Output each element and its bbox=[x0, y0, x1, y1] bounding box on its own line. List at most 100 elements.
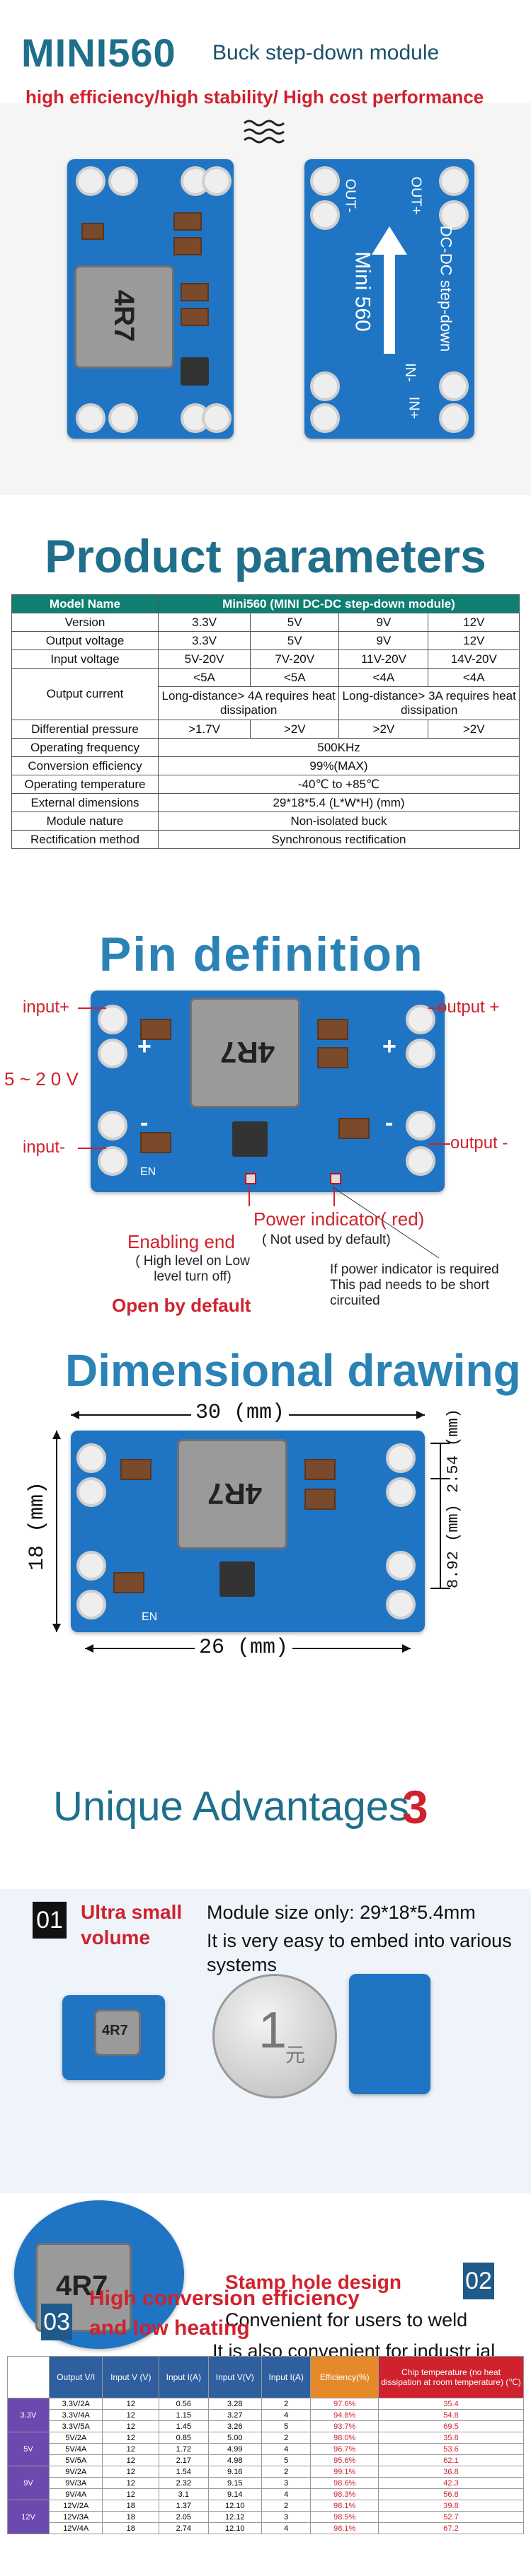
table-cell: 98.1% bbox=[310, 2500, 379, 2512]
inductor: 4R7 bbox=[74, 265, 174, 369]
short-note: If power indicator is required This pad … bbox=[330, 1262, 499, 1308]
open-default-label: Open by default bbox=[112, 1295, 251, 1316]
pins-section: Pin definition 4R7 + - + - EN input+ 5 ~… bbox=[0, 906, 531, 1344]
table-row: Output V/I Input V (V) Input I(A) Input … bbox=[7, 2356, 524, 2398]
table-cell: 4.99 bbox=[207, 2443, 262, 2455]
table-cell: 12 bbox=[102, 2488, 160, 2500]
spec-table: Model Name Mini560 (MINI DC-DC step-down… bbox=[11, 594, 520, 849]
back-desc: DC-DC step-down bbox=[437, 225, 455, 352]
efficiency-table: Output V/I Input V (V) Input I(A) Input … bbox=[7, 2356, 524, 2534]
table-cell: 12 bbox=[102, 2443, 160, 2455]
table-cell: 18 bbox=[102, 2511, 160, 2523]
table-cell: 98.3% bbox=[310, 2488, 379, 2500]
board-front-label: 4R7 bbox=[108, 289, 140, 342]
voltage-group-cell: 5V bbox=[7, 2432, 50, 2466]
table-cell: 5.00 bbox=[207, 2432, 262, 2444]
back-in-minus: IN- bbox=[401, 363, 418, 382]
dims-title: Dimensional drawing bbox=[65, 1345, 521, 1396]
advantages-title: Unique Advantages bbox=[53, 1784, 410, 1830]
feature-1-line1: Module size only: 29*18*5.4mm bbox=[207, 1902, 476, 1923]
table-cell: 3.3V/4A bbox=[48, 2409, 103, 2421]
params-title: Product parameters bbox=[45, 530, 486, 582]
table-cell: 98.1% bbox=[310, 2522, 379, 2534]
table-cell: 12.10 bbox=[207, 2500, 262, 2512]
table-cell: 3 bbox=[261, 2477, 312, 2489]
table-cell: 1.45 bbox=[159, 2420, 209, 2432]
table-row: Output current <5A<5A <4A<4A bbox=[11, 668, 520, 720]
hero-section: MINI560 Buck step-down module high effic… bbox=[0, 0, 531, 495]
dim-height: 18 (mm) bbox=[25, 1481, 50, 1571]
dim-pitch: 2.54 (mm) bbox=[445, 1409, 462, 1493]
board-back-photo: OUT+ OUT- Mini 560 DC-DC step-down IN+ I… bbox=[304, 159, 474, 439]
feature-3-badge: 03 bbox=[41, 2304, 72, 2340]
power-note: ( Not used by default) bbox=[262, 1232, 391, 1247]
table-cell: 1.15 bbox=[159, 2409, 209, 2421]
voltage-group-cell: 9V bbox=[7, 2466, 50, 2500]
voltage-label: 5 ~ 2 0 V bbox=[4, 1068, 79, 1090]
table-cell: 2 bbox=[261, 2466, 312, 2478]
table-cell: 9.15 bbox=[207, 2477, 262, 2489]
table-cell: 0.56 bbox=[159, 2398, 209, 2410]
table-cell: 35.4 bbox=[378, 2398, 524, 2410]
table-cell: 2 bbox=[261, 2432, 312, 2444]
table-cell: 3.3V/5A bbox=[48, 2420, 103, 2432]
pin-minus-left: - bbox=[140, 1109, 149, 1136]
pin-plus-left: + bbox=[137, 1033, 152, 1060]
table-cell: 5V/2A bbox=[48, 2432, 103, 2444]
table-cell: 2.17 bbox=[159, 2454, 209, 2466]
output-plus-label: output + bbox=[438, 998, 500, 1017]
table-cell: 1.37 bbox=[159, 2500, 209, 2512]
table-cell: 12 bbox=[102, 2398, 160, 2410]
table-cell: 5V/5A bbox=[48, 2454, 103, 2466]
table-cell: 5V/4A bbox=[48, 2443, 103, 2455]
table-cell: 2.05 bbox=[159, 2511, 209, 2523]
table-cell: 12 bbox=[102, 2409, 160, 2421]
table-cell: 3.1 bbox=[159, 2488, 209, 2500]
feature-1-line2: It is very easy to embed into various sy… bbox=[207, 1930, 512, 1975]
coin-photo: 1 元 bbox=[212, 1974, 337, 2098]
enabling-note: ( High level on Low level turn off) bbox=[135, 1254, 250, 1284]
table-cell: 12.12 bbox=[207, 2511, 262, 2523]
feature-3-title: High conversion efficiency and low heati… bbox=[89, 2287, 360, 2340]
table-cell: 4 bbox=[261, 2488, 312, 2500]
small-board-back-photo bbox=[349, 1974, 430, 2094]
model-subtitle: Buck step-down module bbox=[212, 41, 440, 64]
feature-1-badge: 01 bbox=[33, 1902, 67, 1939]
params-section: Product parameters Model Name Mini560 (M… bbox=[0, 495, 531, 906]
pin-plus-right: + bbox=[382, 1033, 396, 1060]
table-cell: 4.98 bbox=[207, 2454, 262, 2466]
table-cell: 9V/2A bbox=[48, 2466, 103, 2478]
table-cell: 12 bbox=[102, 2477, 160, 2489]
table-cell: 96.7% bbox=[310, 2443, 379, 2455]
table-cell: 1.54 bbox=[159, 2466, 209, 2478]
table-cell: 53.6 bbox=[378, 2443, 524, 2455]
back-in-plus: IN+ bbox=[406, 396, 422, 420]
table-cell: 18 bbox=[102, 2500, 160, 2512]
voltage-group-cell: 12V bbox=[7, 2500, 50, 2534]
feature-2-line1: Convenient for users to weld bbox=[225, 2309, 468, 2330]
table-cell: 2 bbox=[261, 2398, 312, 2410]
table-row: Operating temperature-40℃ to +85℃ bbox=[11, 775, 520, 794]
table-cell: 93.7% bbox=[310, 2420, 379, 2432]
output-minus-label: output - bbox=[450, 1133, 508, 1153]
table-cell: 9.16 bbox=[207, 2466, 262, 2478]
small-board-photo: 4R7 bbox=[62, 1995, 165, 2080]
table-cell: 3.27 bbox=[207, 2409, 262, 2421]
table-cell: 54.8 bbox=[378, 2409, 524, 2421]
table-cell: 4 bbox=[261, 2522, 312, 2534]
table-cell: 5 bbox=[261, 2420, 312, 2432]
table-cell: 9V/4A bbox=[48, 2488, 103, 2500]
table-row: Differential pressure >1.7V>2V >2V>2V bbox=[11, 720, 520, 739]
pin-board-photo: 4R7 + - + - EN bbox=[91, 990, 445, 1192]
table-cell: 12 bbox=[102, 2420, 160, 2432]
table-cell: 2.74 bbox=[159, 2522, 209, 2534]
